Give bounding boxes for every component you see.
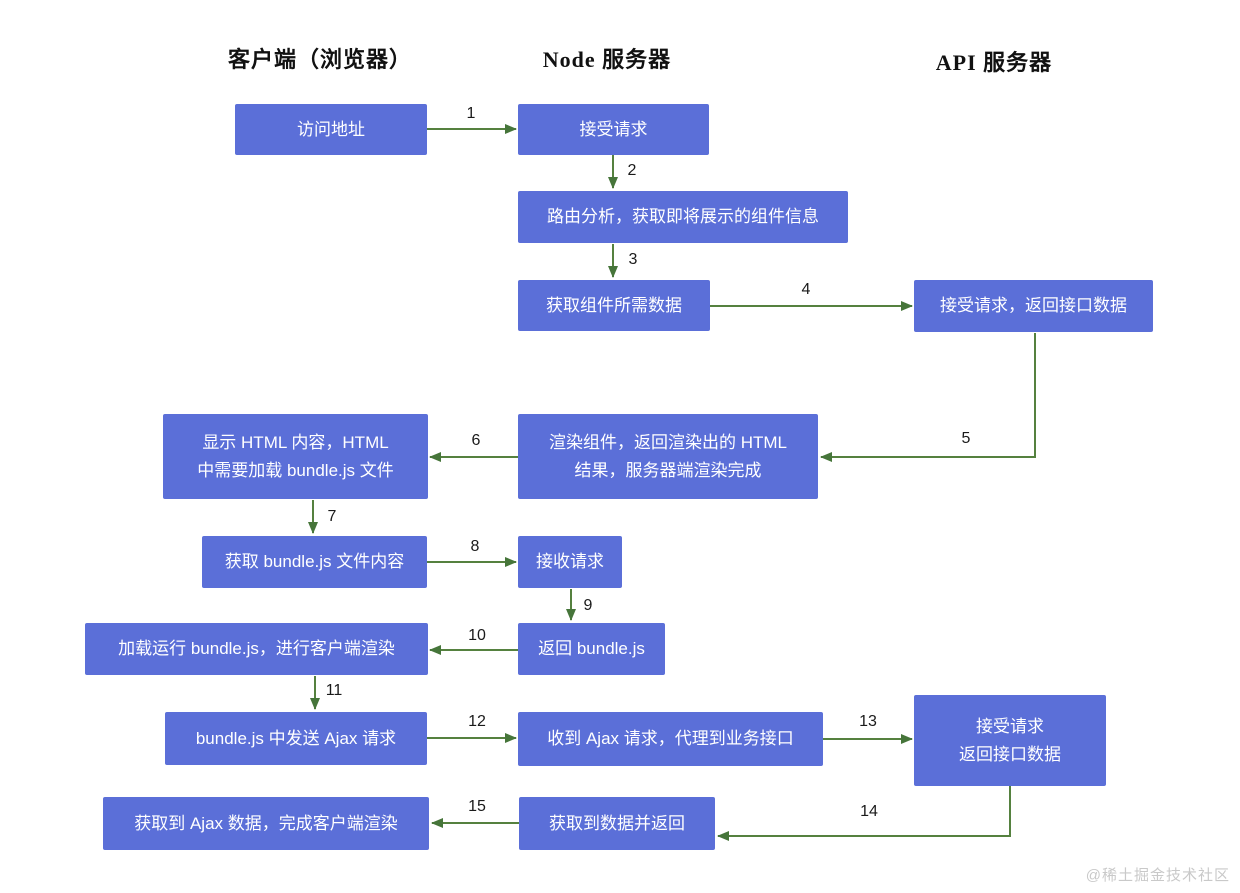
step-label-5: 5 (961, 430, 971, 447)
step-label-12: 12 (468, 713, 486, 730)
node-receive-request: 接收请求 (518, 536, 622, 588)
lane-title-client: 客户端（浏览器） (227, 47, 412, 72)
node-visit-address: 访问地址 (235, 104, 427, 155)
node-send-ajax: bundle.js 中发送 Ajax 请求 (165, 712, 427, 765)
node-return-bundle: 返回 bundle.js (518, 623, 665, 675)
node-display-html: 显示 HTML 内容，HTML 中需要加载 bundle.js 文件 (163, 414, 428, 499)
node-accept-request: 接受请求 (518, 104, 709, 155)
node-api-accept-return-2: 接受请求 返回接口数据 (914, 695, 1106, 786)
step-label-15: 15 (468, 798, 486, 815)
node-route-analysis: 路由分析，获取即将展示的组件信息 (518, 191, 848, 243)
node-data-returned: 获取到数据并返回 (519, 797, 715, 850)
step-label-2: 2 (627, 162, 637, 179)
step-label-10: 10 (468, 627, 486, 644)
node-run-bundle-render: 加载运行 bundle.js，进行客户端渲染 (85, 623, 428, 675)
node-render-components: 渲染组件，返回渲染出的 HTML 结果，服务器端渲染完成 (518, 414, 818, 499)
node-fetch-component-data: 获取组件所需数据 (518, 280, 710, 331)
step-label-13: 13 (859, 713, 877, 730)
arrow-5 (820, 333, 1036, 462)
lane-title-api-server: API 服务器 (935, 50, 1053, 75)
step-label-14: 14 (860, 803, 878, 820)
step-label-8: 8 (470, 538, 480, 555)
watermark: @稀土掘金技术社区 (1085, 867, 1230, 884)
step-label-11: 11 (325, 682, 343, 699)
step-label-3: 3 (628, 251, 638, 268)
node-get-bundle-content: 获取 bundle.js 文件内容 (202, 536, 427, 588)
node-api-accept-return: 接受请求，返回接口数据 (914, 280, 1153, 332)
step-label-1: 1 (466, 105, 476, 122)
step-label-7: 7 (327, 508, 337, 525)
step-label-6: 6 (471, 432, 481, 449)
lane-title-node-server: Node 服务器 (542, 47, 672, 72)
step-label-4: 4 (801, 281, 811, 298)
node-ajax-render-complete: 获取到 Ajax 数据，完成客户端渲染 (103, 797, 429, 850)
node-proxy-ajax: 收到 Ajax 请求，代理到业务接口 (518, 712, 823, 766)
step-label-9: 9 (583, 597, 593, 614)
